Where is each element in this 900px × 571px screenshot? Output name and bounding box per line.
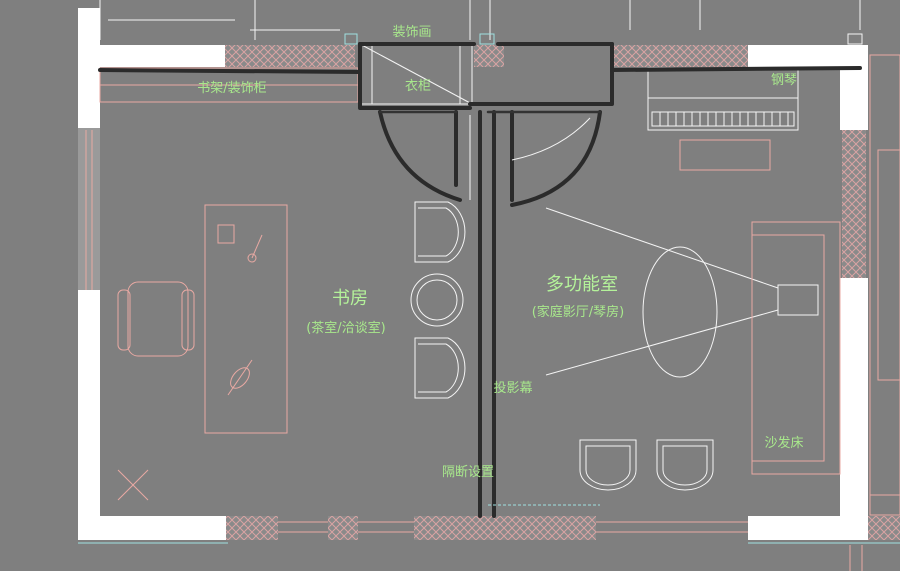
partition-sketch	[98, 42, 862, 518]
label-piano: 钢琴	[771, 73, 797, 88]
wardrobe	[359, 43, 473, 105]
desk-chair	[117, 281, 195, 357]
label-multi-room-sub: (家庭影厅/琴房)	[532, 304, 625, 320]
label-study: 书房	[332, 288, 368, 309]
label-sofa-bed: 沙发床	[764, 435, 803, 451]
piano	[647, 67, 799, 171]
study-desk	[204, 204, 288, 434]
hatched-walls	[225, 45, 900, 540]
plant-marker	[117, 469, 149, 501]
top-context-lines	[99, 0, 863, 45]
label-decor-painting: 装饰画	[392, 25, 431, 40]
door-swings	[469, 115, 591, 200]
label-bookshelf: 书架/装饰柜	[197, 81, 266, 96]
projector-table	[545, 207, 819, 378]
bar-stools	[410, 201, 466, 399]
label-wardrobe: 衣柜	[405, 78, 431, 94]
label-multi-room: 多功能室	[546, 274, 618, 295]
right-context	[849, 54, 900, 571]
label-projection-screen: 投影幕	[493, 380, 532, 396]
label-study-sub: (茶室/洽谈室)	[306, 320, 386, 336]
outer-walls	[78, 8, 868, 540]
windows	[78, 130, 900, 544]
sofa-bed	[751, 221, 841, 475]
armchairs	[579, 439, 714, 491]
label-partition: 隔断设置	[442, 465, 494, 480]
